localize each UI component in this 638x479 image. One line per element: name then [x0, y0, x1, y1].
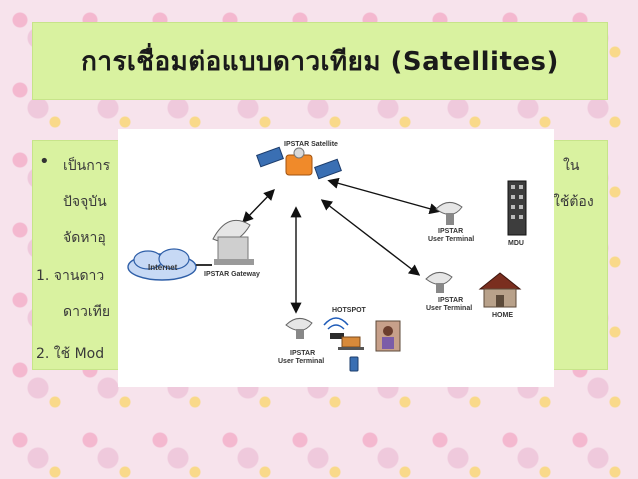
ipstar-network-diagram: IPSTAR Satellite Internet IPSTAR Gateway… [118, 129, 554, 387]
terminal3-title: IPSTAR [290, 350, 315, 357]
user-terminal-dish-icon-3 [285, 318, 313, 339]
terminal1-title: IPSTAR [438, 228, 463, 235]
satellite-label: IPSTAR Satellite [284, 141, 338, 148]
wifi-router-icon [323, 317, 349, 339]
internet-label: Internet [148, 263, 178, 272]
terminal3-subtitle: User Terminal [278, 358, 324, 365]
hotspot-label: HOTSPOT [332, 307, 367, 314]
bullet-line1-right: ใน [563, 158, 580, 174]
diagram-svg: IPSTAR Satellite Internet IPSTAR Gateway… [127, 141, 527, 372]
link-gateway [242, 188, 275, 224]
mdu-label: MDU [508, 240, 524, 247]
bullet-line1-left: เป็นการ [63, 158, 111, 174]
mdu-building-icon [507, 180, 527, 236]
home-label: HOME [492, 312, 513, 319]
line2-right: ใช้ต้อง [553, 194, 594, 210]
link-lines [242, 177, 441, 314]
satellite-icon [256, 146, 342, 180]
phone-icon [349, 356, 359, 372]
bullet-dot: • [39, 151, 50, 172]
user-terminal-dish-icon-2 [425, 272, 453, 293]
line2-left: ปัจจุบัน [63, 194, 107, 210]
slide-title: การเชื่อมต่อแบบดาวเทียม (Satellites) [81, 46, 559, 77]
terminal2-title: IPSTAR [438, 297, 463, 304]
line3-left: จัดหาอุ [63, 230, 106, 246]
item1-left: 1. จานดาว [36, 268, 105, 284]
gateway-dish-icon [212, 219, 254, 265]
link-terminal2 [320, 199, 421, 276]
internet-cloud-icon [127, 248, 197, 281]
user-photo [375, 320, 401, 352]
item1-line2-left: ดาวเทีย [63, 304, 111, 320]
item2-left: 2. ใช้ Mod [36, 346, 105, 362]
gateway-label: IPSTAR Gateway [204, 271, 260, 278]
home-icon [478, 272, 522, 308]
title-box: การเชื่อมต่อแบบดาวเทียม (Satellites) [32, 22, 608, 100]
user-terminal-dish-icon-1 [435, 202, 463, 225]
terminal2-subtitle: User Terminal [426, 305, 472, 312]
laptop-icon [338, 336, 364, 350]
link-terminal1 [327, 177, 441, 215]
terminal1-subtitle: User Terminal [428, 236, 474, 243]
